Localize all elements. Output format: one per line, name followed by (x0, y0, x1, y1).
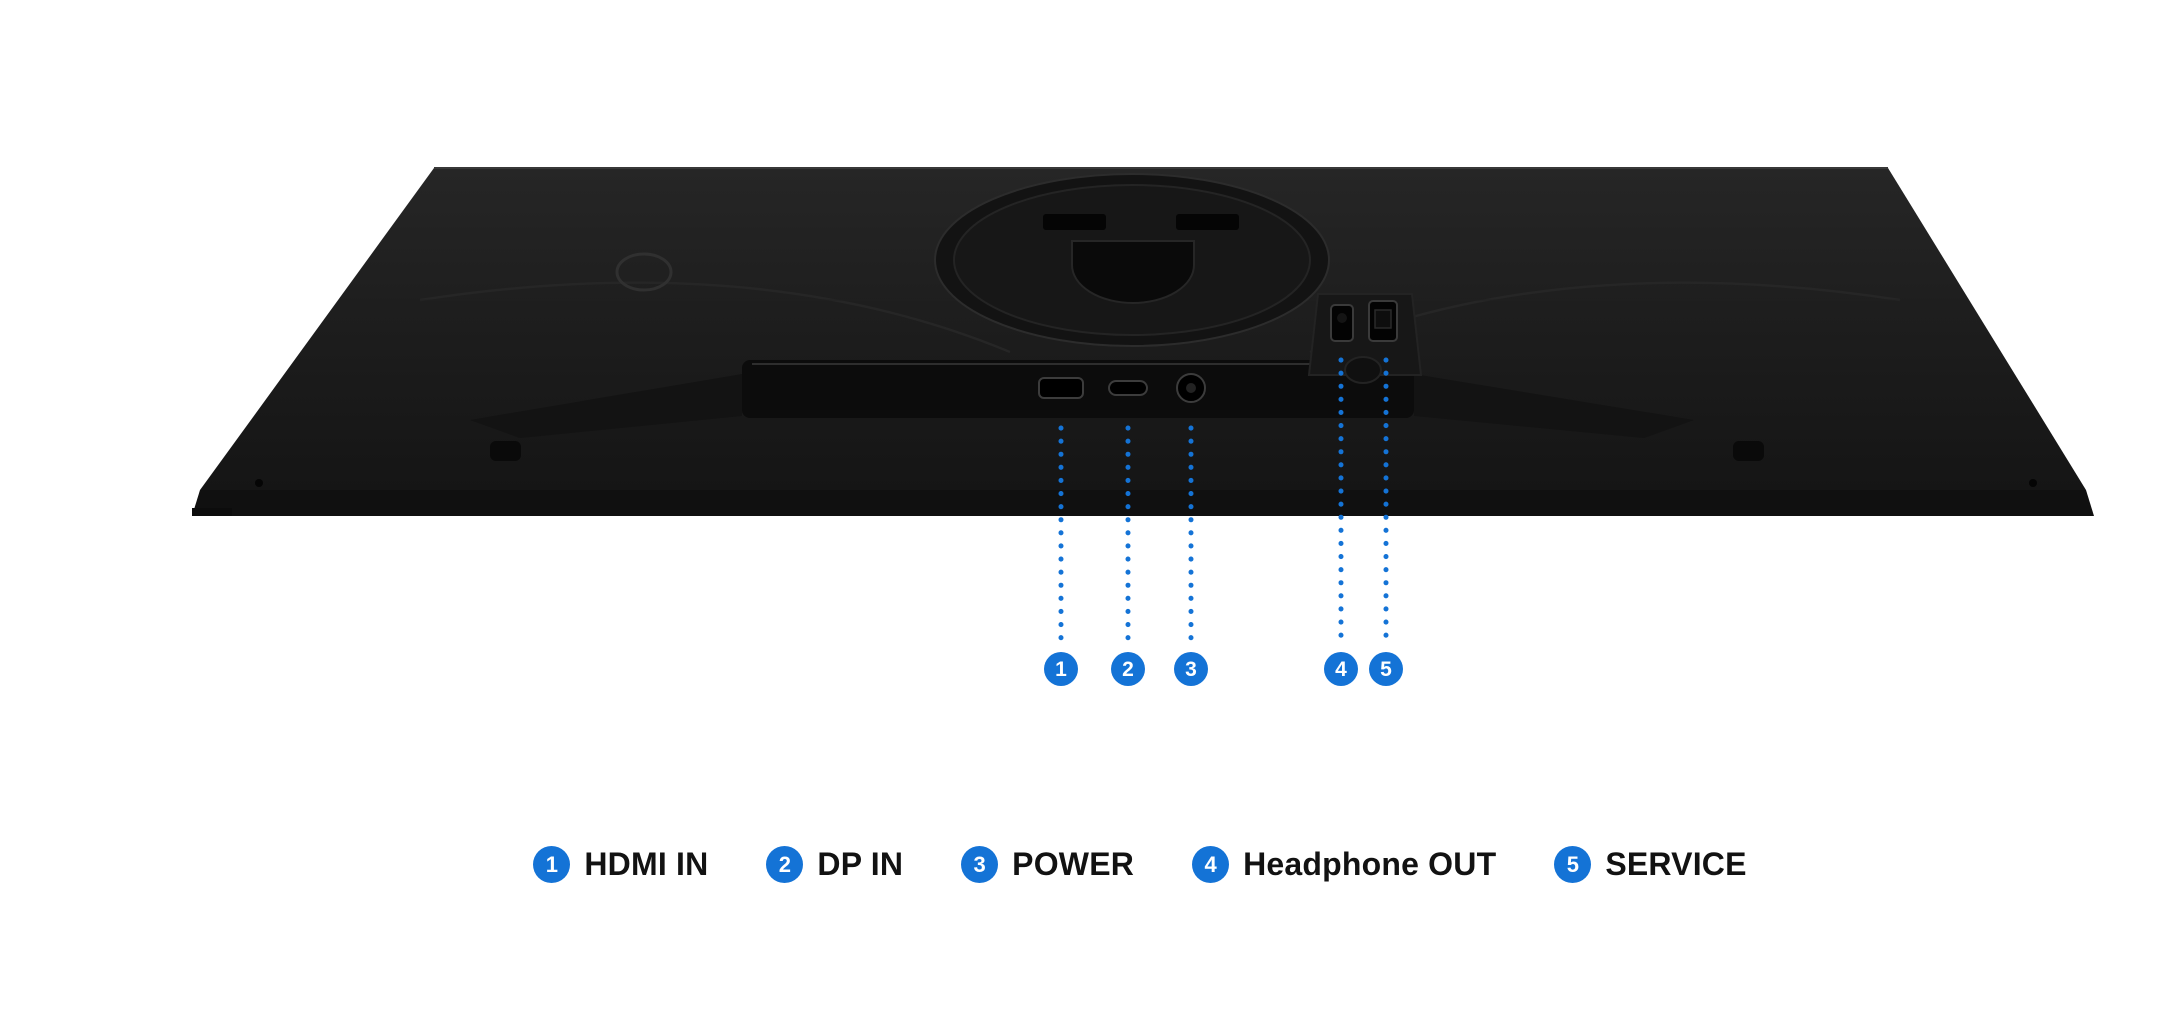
legend-item-headphone-out: 4 Headphone OUT (1192, 846, 1496, 883)
callout-marker-1: 1 (1044, 652, 1078, 686)
legend-label-power: POWER (1012, 846, 1135, 882)
hdmi-port (1038, 377, 1084, 399)
legend-label-hdmi-in: HDMI IN (584, 846, 709, 882)
legend-item-power: 3 POWER (961, 846, 1134, 883)
legend-number-badge-3: 3 (961, 846, 999, 883)
stand-mount (934, 173, 1330, 347)
side-port-cluster (1307, 293, 1423, 384)
legend-number-badge-2: 2 (766, 846, 804, 883)
legend: 1 HDMI IN 2 DP IN 3 POWER 4 Headphone OU… (0, 846, 2164, 883)
callout-marker-5: 5 (1369, 652, 1403, 686)
legend-label-dp-in: DP IN (817, 846, 904, 882)
callout-marker-3: 3 (1174, 652, 1208, 686)
legend-number-badge-1: 1 (533, 846, 571, 883)
legend-label-headphone-out: Headphone OUT (1243, 846, 1497, 882)
legend-item-hdmi-in: 1 HDMI IN (533, 846, 708, 883)
callout-marker-4: 4 (1324, 652, 1358, 686)
legend-row: 1 HDMI IN 2 DP IN 3 POWER 4 Headphone OU… (533, 846, 1746, 883)
callout-marker-2: 2 (1111, 652, 1145, 686)
legend-label-service: SERVICE (1605, 846, 1747, 882)
legend-item-dp-in: 2 DP IN (766, 846, 903, 883)
port-panel (742, 360, 1414, 418)
legend-number-badge-5: 5 (1554, 846, 1592, 883)
dp-port (1108, 380, 1148, 396)
legend-item-service: 5 SERVICE (1554, 846, 1746, 883)
logo-ring (615, 252, 673, 292)
legend-number-badge-4: 4 (1192, 846, 1230, 883)
